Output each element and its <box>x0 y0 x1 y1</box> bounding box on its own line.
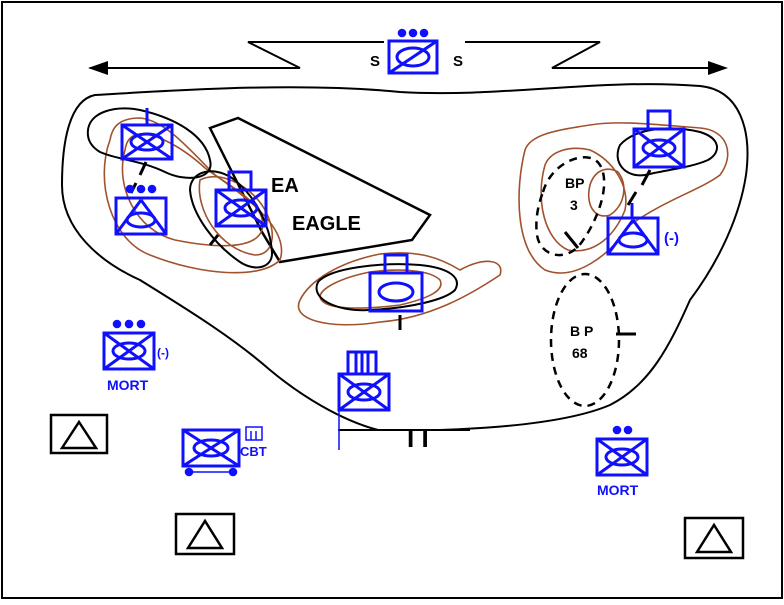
bp68-label-line1: B P <box>570 323 593 339</box>
cbt-label: CBT <box>240 444 267 459</box>
observation-post-2 <box>174 512 236 556</box>
minus-label-left: (-) <box>157 346 169 360</box>
bp3-label-line2: 3 <box>570 197 578 213</box>
mortar-unit-symbol-right <box>595 425 649 477</box>
armor-company-symbol-right <box>632 109 686 169</box>
observation-post-3 <box>683 516 745 560</box>
bp3-outline <box>535 156 606 257</box>
battle-positions <box>535 156 621 408</box>
mortar-unit-symbol-left <box>102 319 156 371</box>
boundary-dashes <box>129 161 652 330</box>
bp68-label-line2: 68 <box>572 345 588 361</box>
screen-label-right: S <box>453 53 463 70</box>
mech-company-symbol-center <box>368 253 424 313</box>
area-boundary <box>60 83 749 431</box>
hill-outlines <box>86 107 718 312</box>
arrow-left-icon <box>88 61 108 75</box>
mort-label-left: MORT <box>107 377 149 393</box>
mort-label-right: MORT <box>597 482 639 498</box>
ea-label: EA <box>271 175 299 197</box>
armor-battalion-symbol <box>337 350 391 450</box>
screen-line <box>88 41 728 75</box>
combat-trains-symbol <box>181 426 263 477</box>
bp3-label-line1: BP <box>565 175 584 191</box>
minus-label-right: (-) <box>664 230 679 247</box>
recon-unit-symbol-right <box>606 203 660 256</box>
eagle-label: EAGLE <box>292 213 361 235</box>
observation-post-1 <box>49 413 109 455</box>
bp3-tick <box>563 231 580 249</box>
arrow-right-icon <box>708 61 728 75</box>
bp68-outline <box>549 272 621 408</box>
cavalry-unit-symbol <box>387 28 439 75</box>
screen-label-left: S <box>370 53 380 70</box>
armor-unit-symbol-top-left <box>120 108 174 161</box>
recon-unit-symbol-left <box>114 184 168 236</box>
armor-company-symbol-left <box>214 170 268 228</box>
boundary-label: I I <box>407 423 429 453</box>
